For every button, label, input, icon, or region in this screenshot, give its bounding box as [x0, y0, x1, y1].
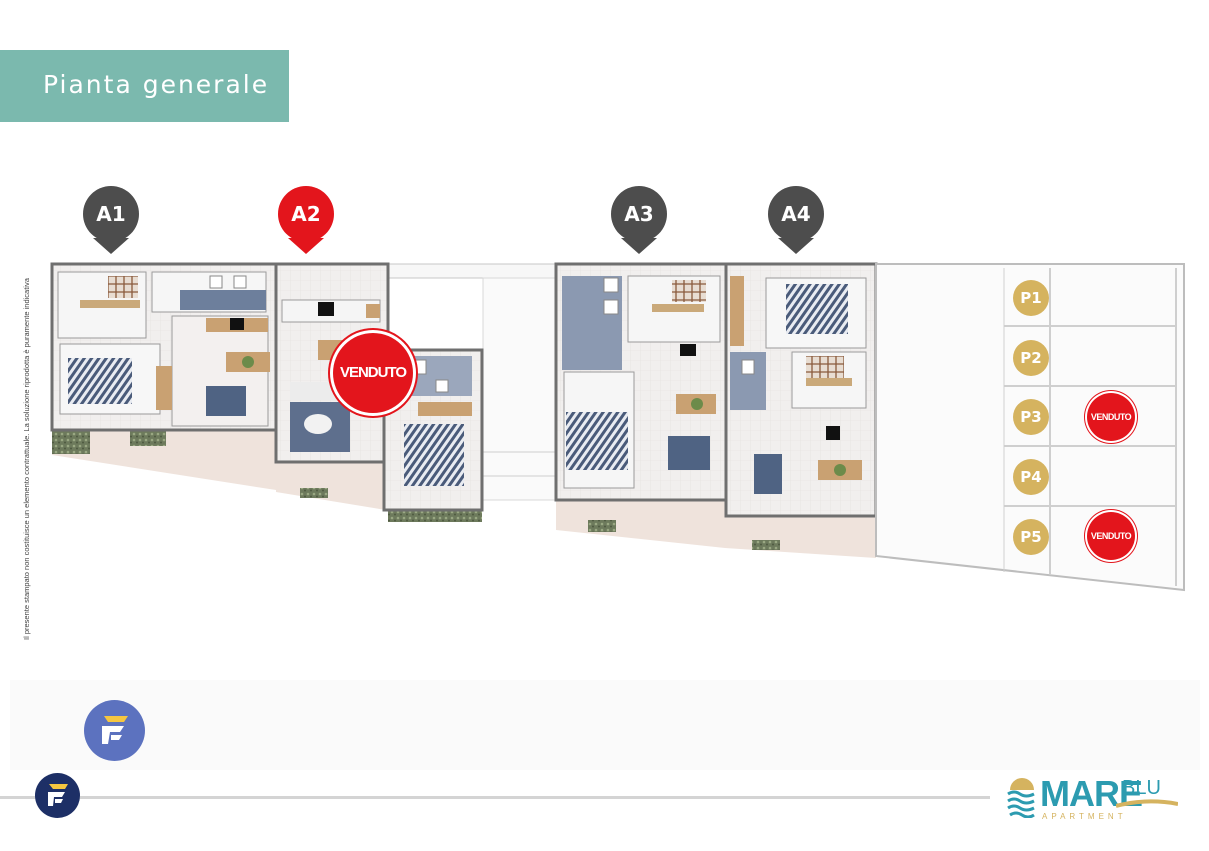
garden-patch: [588, 520, 616, 532]
garden-patch: [300, 488, 328, 498]
terrace-a3: [556, 500, 725, 548]
parking-marker-p5[interactable]: P5: [1013, 519, 1049, 555]
brand-underline: [1116, 799, 1178, 808]
marker-pointer: [93, 238, 129, 254]
apartment-label: A3: [624, 202, 654, 226]
marker-pointer: [288, 238, 324, 254]
brand-name: MARE: [1040, 773, 1143, 814]
brand-suffix: BLU: [1122, 777, 1161, 799]
terrace-a2: [276, 460, 386, 510]
apartment-marker-a4[interactable]: A4: [768, 186, 824, 254]
garden-patch: [130, 428, 166, 446]
parking-marker-p3[interactable]: P3: [1013, 399, 1049, 435]
f-logo-icon: [84, 700, 145, 761]
apartment-marker-a1[interactable]: A1: [83, 186, 139, 254]
garden-patch: [752, 540, 780, 550]
corridor: [482, 277, 557, 501]
apartment-label: A4: [781, 202, 811, 226]
corridor: [387, 263, 557, 279]
title-banner: Pianta generale: [0, 50, 289, 122]
brand-tagline: APARTMENT: [1042, 812, 1127, 821]
terrace-a1: [52, 426, 276, 490]
mareblu-waves-logo-icon: [1007, 778, 1035, 819]
footer-divider: [0, 796, 990, 799]
sold-badge-p3: VENDUTO: [1087, 393, 1135, 441]
brand-logo: MARE BLU APARTMENT: [1006, 772, 1178, 824]
apartment-label: A1: [96, 202, 126, 226]
f-logo-icon: [35, 773, 80, 818]
parking-marker-p1[interactable]: P1: [1013, 280, 1049, 316]
sold-badge-p5: VENDUTO: [1087, 512, 1135, 560]
apartment-label: A2: [291, 202, 321, 226]
parking-marker-p2[interactable]: P2: [1013, 340, 1049, 376]
apartment-marker-a3[interactable]: A3: [611, 186, 667, 254]
marker-pointer: [621, 238, 657, 254]
page-title: Pianta generale: [43, 70, 270, 99]
parking-marker-p4[interactable]: P4: [1013, 459, 1049, 495]
sold-badge-a2: VENDUTO: [333, 333, 413, 413]
marker-pointer: [778, 238, 814, 254]
apartment-marker-a2[interactable]: A2: [278, 186, 334, 254]
